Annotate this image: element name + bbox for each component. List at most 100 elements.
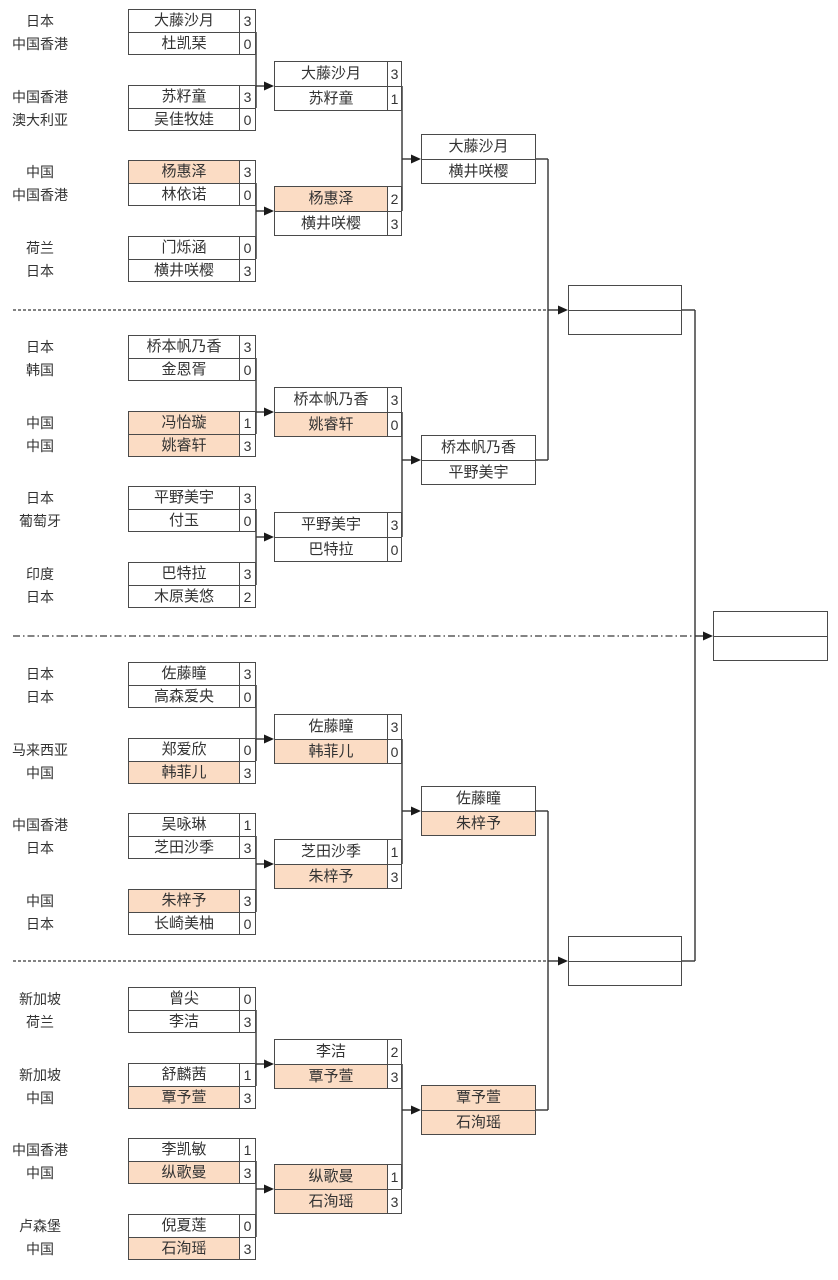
arrow-icon [411, 154, 421, 164]
player-row [569, 286, 681, 310]
player-name: 芝田沙季 [153, 839, 214, 856]
player-name: 石洵瑶 [129, 1238, 239, 1259]
player-name: 大藤沙月 [448, 138, 509, 155]
player-name [569, 937, 681, 961]
player-score: 0 [239, 686, 255, 707]
player-row: 朱梓予 [422, 811, 535, 835]
final-box [713, 611, 828, 661]
country-label: 荷兰 [26, 1014, 54, 1030]
player-name: 韩菲儿 [275, 740, 387, 763]
country-label: 中国 [26, 1165, 54, 1181]
player-score: 3 [239, 161, 255, 183]
player-row: 桥本帆乃香 [422, 436, 535, 460]
player-name: 朱梓予 [275, 865, 387, 888]
country-label: 马来西亚 [12, 742, 68, 758]
player-name: 李凯敏 [161, 1141, 207, 1158]
player-name: 倪夏莲 [161, 1217, 207, 1234]
player-score: 3 [387, 1065, 401, 1088]
player-row: 高森爱央 0 [129, 685, 255, 707]
country-label: 新加坡 [19, 991, 61, 1007]
player-score: 1 [239, 814, 255, 836]
country-label: 日本 [26, 916, 54, 932]
player-row: 大藤沙月 [422, 135, 535, 159]
player-name: 吴佳牧娃 [153, 111, 214, 128]
arrow-icon [703, 631, 713, 641]
player-score: 3 [239, 1162, 255, 1183]
player-row: 覃予萱 [422, 1086, 535, 1110]
player-name: 李洁 [315, 1043, 346, 1060]
player-name: 芝田沙季 [300, 843, 361, 860]
player-score: 2 [387, 187, 401, 211]
country-label: 中国香港 [12, 187, 68, 203]
semifinal-box [568, 285, 682, 335]
quarterfinal-box: 覃予萱石洵瑶 [421, 1085, 536, 1135]
country-label: 新加坡 [19, 1067, 61, 1083]
country-label: 卢森堡 [19, 1218, 61, 1234]
player-score: 1 [387, 840, 401, 864]
player-name [714, 612, 827, 636]
player-name: 平野美宇 [448, 464, 509, 481]
player-name: 覃予萱 [422, 1086, 535, 1110]
player-name: 高森爱央 [153, 688, 214, 705]
player-name: 郑爱欣 [161, 741, 207, 758]
player-name: 李洁 [168, 1013, 199, 1030]
player-name: 佐藤瞳 [161, 665, 207, 682]
player-name: 付玉 [168, 512, 199, 529]
player-name: 长崎美柚 [153, 915, 214, 932]
player-score: 3 [239, 563, 255, 585]
player-name: 杨惠泽 [129, 161, 239, 183]
country-label: 澳大利亚 [12, 112, 68, 128]
player-name: 韩菲儿 [129, 762, 239, 783]
player-score: 0 [239, 109, 255, 130]
player-row [569, 310, 681, 334]
player-name [714, 637, 827, 660]
player-row: 李洁 2 [275, 1040, 401, 1064]
player-score: 3 [387, 715, 401, 739]
player-score: 3 [387, 212, 401, 235]
player-score: 1 [387, 1165, 401, 1189]
player-score: 0 [239, 510, 255, 531]
player-name: 杜凯琹 [161, 35, 207, 52]
country-label: 日本 [26, 490, 54, 506]
quarterfinal-box: 大藤沙月横井咲樱 [421, 134, 536, 184]
player-name: 大藤沙月 [153, 12, 214, 29]
player-name: 苏籽童 [308, 90, 354, 107]
arrow-icon [264, 734, 274, 744]
player-score: 3 [239, 435, 255, 456]
player-score: 0 [239, 739, 255, 761]
country-label: 中国 [26, 893, 54, 909]
player-score: 3 [387, 1190, 401, 1213]
arrow-icon [411, 806, 421, 816]
player-score: 0 [387, 413, 401, 436]
player-score: 2 [387, 1040, 401, 1064]
player-name: 桥本帆乃香 [440, 439, 516, 456]
player-score: 3 [239, 336, 255, 358]
arrow-icon [264, 407, 274, 417]
player-name: 覃予萱 [275, 1065, 387, 1088]
arrow-icon [264, 859, 274, 869]
country-label: 葡萄牙 [19, 513, 61, 529]
